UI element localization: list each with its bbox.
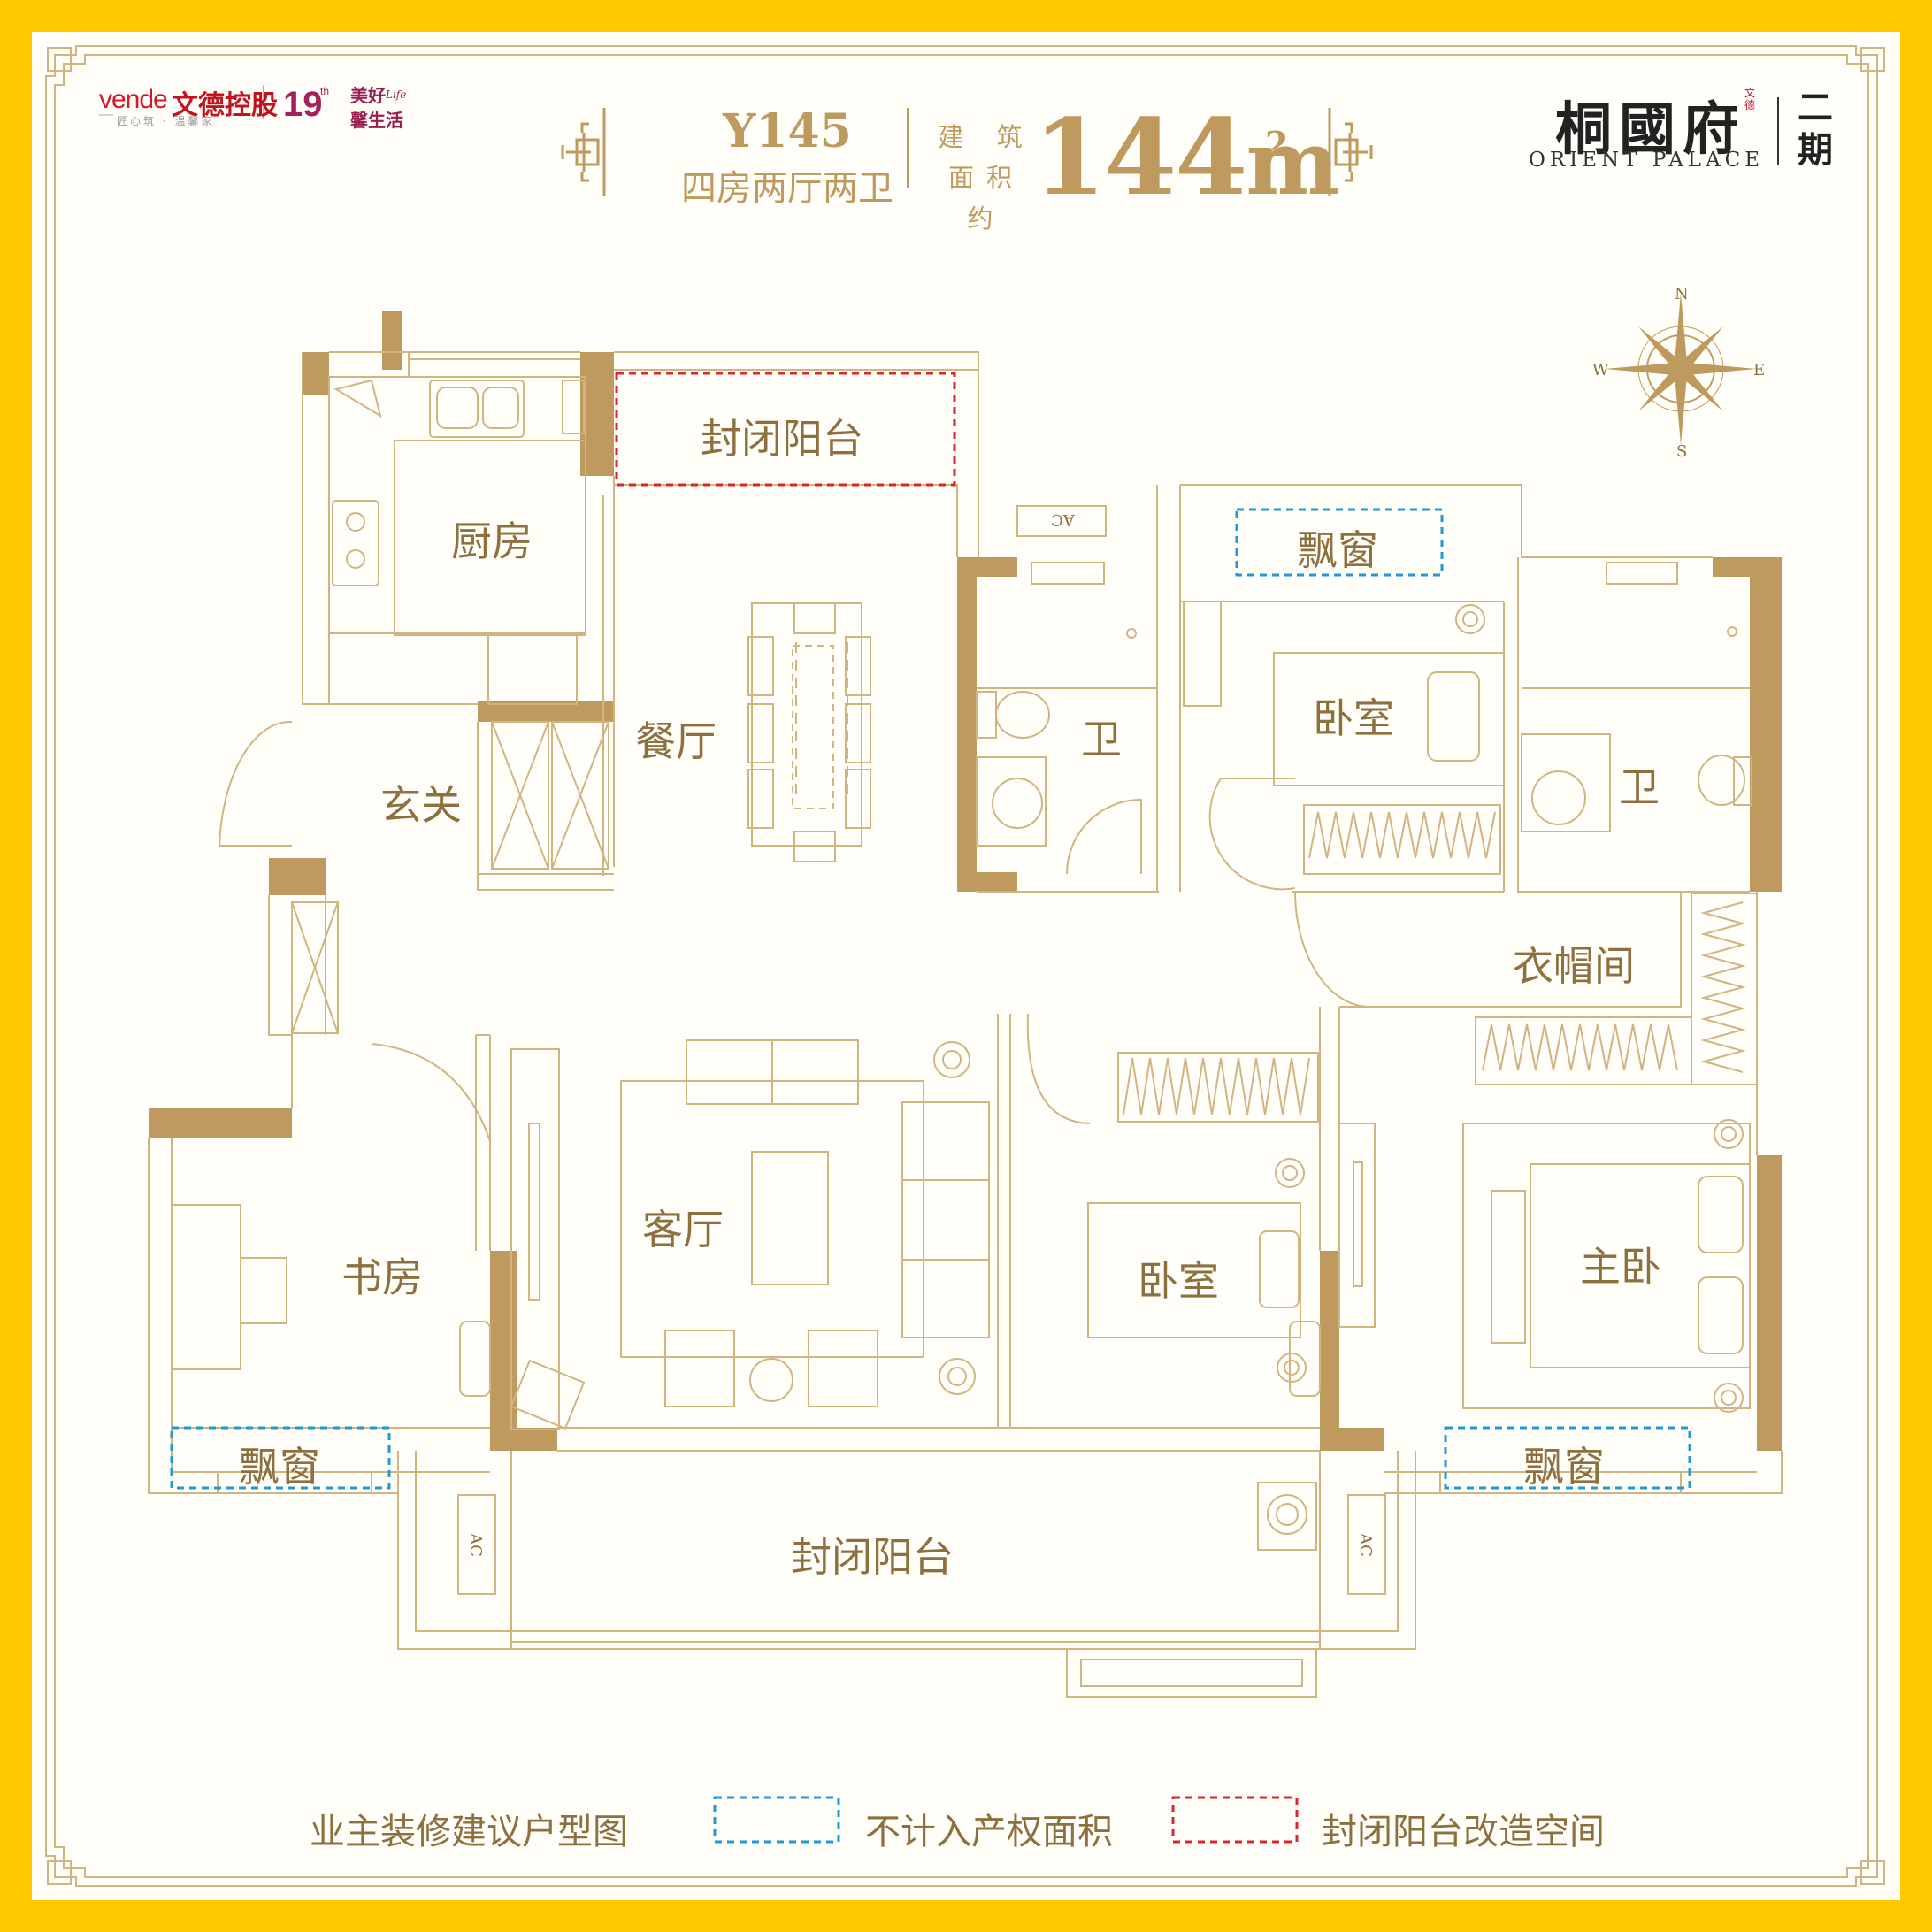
project-phase: 二期 [1798, 87, 1833, 171]
brand-logo-latin: vende [99, 85, 168, 114]
kitchen-fixtures [328, 376, 586, 705]
legend-blue-label: 不计入产权面积 [865, 1812, 1113, 1852]
compass-rose-icon [1605, 293, 1757, 445]
room-living: 客厅 [642, 1206, 724, 1254]
anniversary-text-2: 馨生活 [350, 110, 403, 131]
foyer-cabinet [291, 721, 610, 1034]
bay-window-sw-blue-box [170, 1426, 391, 1490]
ac-label-se: AC [1355, 1533, 1375, 1557]
compass-s: S [1676, 442, 1688, 461]
room-bedroom-north: 卧室 [1313, 694, 1394, 742]
area-unit: m [1246, 111, 1339, 215]
room-dining: 餐厅 [635, 717, 717, 765]
compass-w: W [1592, 361, 1609, 380]
content-panel [32, 32, 1900, 1900]
room-bath-2: 卫 [1619, 763, 1660, 811]
bathroom-1-fixtures [976, 562, 1137, 847]
legend-title: 业主装修建议户型图 [310, 1812, 628, 1852]
area-value: 144m [1033, 96, 1339, 218]
project-name-en: ORIENT PALACE [1529, 149, 1765, 172]
living-room-furniture [510, 1039, 990, 1430]
partition-lines [148, 351, 1782, 1698]
anniversary-suffix: th [320, 85, 330, 97]
anniversary-number: 19 [283, 85, 323, 124]
project-name-cn: 桐國府 [1555, 96, 1746, 163]
cloakroom-wardrobes [1475, 893, 1758, 1085]
study-furniture [171, 1204, 491, 1397]
brand-logo-cn: 文德控股 [172, 90, 278, 121]
room-bedroom-south: 卧室 [1138, 1257, 1219, 1305]
legend-red-swatch [1171, 1796, 1299, 1844]
bathroom-2-fixtures [1521, 562, 1752, 832]
compass-n: N [1675, 285, 1689, 303]
room-balcony-north: 封闭阳台 [701, 415, 863, 463]
bay-window-se-blue-box [1444, 1426, 1691, 1490]
room-bath-1: 卫 [1081, 716, 1122, 763]
room-cloakroom: 衣帽间 [1513, 942, 1635, 990]
area-number: 144 [1033, 96, 1247, 218]
balcony-north-red-box [615, 372, 956, 487]
room-master-bedroom: 主卧 [1580, 1243, 1661, 1291]
project-seal: 文德 [1744, 87, 1756, 111]
decorative-border [45, 45, 1885, 1887]
unit-code: Y145 [723, 104, 852, 158]
room-bay-window-north: 飘窗 [1297, 526, 1378, 574]
room-balcony-south: 封闭阳台 [791, 1533, 954, 1581]
door-swings [218, 720, 1430, 1142]
area-label: 建 筑 面积约 [938, 122, 1035, 234]
legend-red-label: 封闭阳台改造空间 [1322, 1812, 1605, 1852]
brand-slogan: 匠心筑 · 温馨家 [117, 115, 215, 127]
room-study: 书房 [341, 1254, 423, 1301]
room-kitchen: 厨房 [451, 518, 533, 565]
north-bedroom-furniture [1183, 601, 1505, 875]
ornament-left [561, 108, 606, 196]
ac-label-sw: AC [465, 1533, 485, 1557]
anniversary-life: Life [386, 88, 407, 101]
ac-label-north: AC [1051, 510, 1075, 529]
dining-table-icon [748, 602, 871, 862]
anniversary-text-1: 美好 [350, 85, 386, 106]
bay-window-north-blue-box [1235, 508, 1444, 577]
legend-blue-swatch [713, 1796, 840, 1844]
room-bay-window-se: 飘窗 [1523, 1443, 1605, 1491]
master-bedroom-furniture [1338, 1119, 1751, 1413]
compass-e: E [1753, 361, 1766, 380]
unit-layout: 四房两厅两卫 [681, 168, 893, 209]
room-bay-window-sw: 飘窗 [239, 1443, 320, 1491]
area-unit-superscript: 2 [1265, 124, 1289, 164]
south-bedroom-furniture [1087, 1052, 1321, 1397]
ac-units [457, 505, 1386, 1595]
ornament-right [1328, 108, 1373, 196]
room-foyer: 玄关 [380, 781, 462, 829]
washing-machine-icon [1257, 1482, 1317, 1551]
